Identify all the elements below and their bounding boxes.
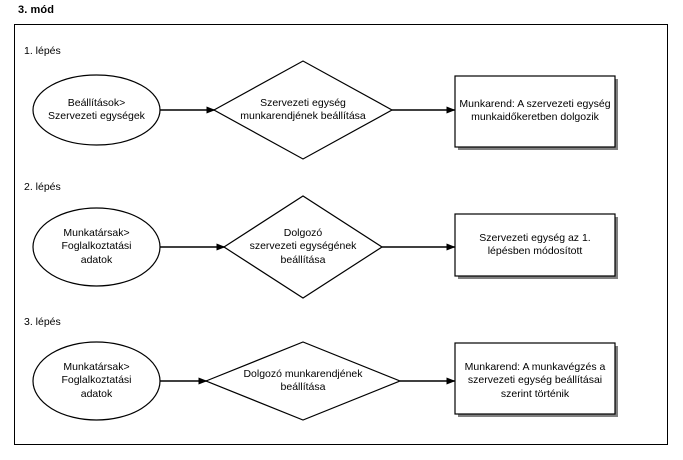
text-line: Szervezeti egységek (48, 110, 145, 122)
text-line: Szervezeti egység az 1. (479, 231, 591, 244)
text-line: Foglalkoztatási (61, 240, 132, 253)
text-line: munkarendjének beállítása (240, 110, 366, 122)
text-line: szervezeti egységének (249, 240, 357, 253)
start-ellipse-step3-label: Munkatársak> Foglalkoztatási adatok (26, 352, 167, 410)
text-line: Munkatársak> (63, 226, 130, 239)
text-line: Dolgozó munkarendjének (243, 367, 363, 380)
step-label-1: 1. lépés (24, 45, 61, 57)
text-line: Munkarend: A szervezeti egység (459, 97, 611, 110)
decision-diamond-step1-label: Szervezeti egység munkarendjének beállít… (213, 88, 393, 132)
start-ellipse-step1-label: Beállítások> Szervezeti egységek (26, 88, 167, 132)
text-line: lépésben módosított (487, 245, 583, 257)
text-line: szerint történik (500, 387, 570, 400)
result-rect-step3-label: Munkarend: A munkavégzés a szervezeti eg… (455, 352, 615, 410)
start-ellipse-step2-label: Munkatársak> Foglalkoztatási adatok (26, 218, 167, 276)
text-line: Dolgozó (283, 226, 323, 239)
text-line: adatok (80, 387, 113, 400)
decision-diamond-step2-label: Dolgozó szervezeti egységének beállítása (213, 218, 393, 276)
text-line: adatok (80, 253, 113, 266)
text-line: Foglalkoztatási (61, 374, 132, 387)
step-label-2: 2. lépés (24, 181, 61, 193)
text-line: szervezeti egység beállításai (467, 374, 603, 387)
result-rect-step2-label: Szervezeti egység az 1. lépésben módosít… (455, 223, 615, 267)
page-title: 3. mód (18, 4, 55, 16)
text-line: munkaidőkeretben dolgozik (471, 111, 599, 123)
text-line: beállítása (280, 253, 326, 266)
text-line: beállítása (280, 381, 326, 393)
result-rect-step1-label: Munkarend: A szervezeti egység munkaidők… (455, 89, 615, 133)
step-label-3: 3. lépés (24, 316, 61, 328)
text-line: Szervezeti egység (260, 96, 346, 109)
text-line: Munkatársak> (63, 360, 130, 373)
text-line: Munkarend: A munkavégzés a (464, 360, 606, 373)
text-line: Beállítások> (67, 96, 126, 109)
decision-diamond-step3-label: Dolgozó munkarendjének beállítása (205, 359, 401, 403)
